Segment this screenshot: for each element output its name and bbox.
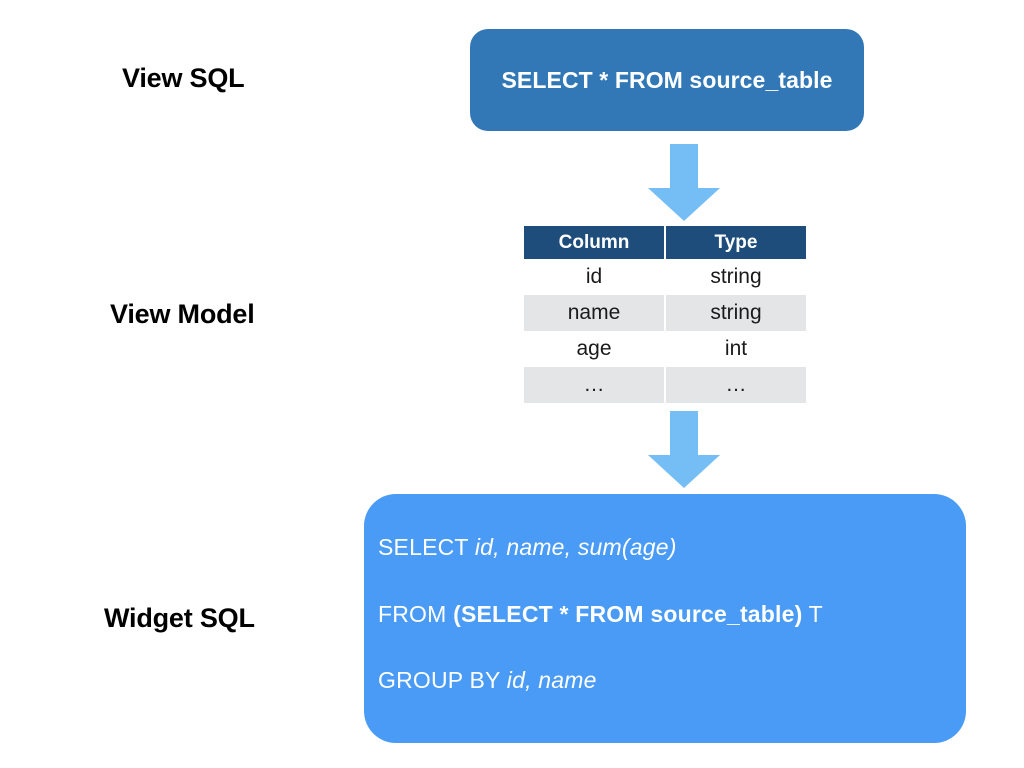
table-cell-column: age (524, 331, 665, 367)
sql-segment-bold-1: (SELECT * FROM source_table) (453, 601, 803, 627)
table-row: … … (524, 367, 806, 403)
widget-sql-box: SELECT id, name, sum(age) FROM (SELECT *… (364, 494, 966, 743)
row-label-view-sql: View SQL (122, 63, 245, 93)
table-cell-column: … (524, 367, 665, 403)
table-cell-type: … (664, 367, 806, 403)
widget-sql-line-select: SELECT id, name, sum(age) (378, 534, 677, 561)
row-label-view-model: View Model (110, 299, 255, 329)
arrow-shaft (670, 411, 698, 457)
sql-segment-italic-1: id, name (506, 667, 597, 693)
sql-segment-normal-2: T (802, 601, 823, 627)
sql-segment-normal-0: FROM (378, 601, 454, 627)
table-cell-type: string (664, 259, 806, 295)
widget-sql-line-group-by: GROUP BY id, name (378, 667, 597, 694)
arrow-head (648, 455, 720, 488)
arrow-head (648, 188, 720, 221)
row-label-widget-sql: Widget SQL (104, 603, 255, 633)
widget-sql-line-from: FROM (SELECT * FROM source_table) T (378, 601, 823, 628)
sql-segment-normal-0: GROUP BY (378, 667, 507, 693)
down-arrow-icon-view-model-to-widget-sql (648, 411, 720, 488)
table-row: id string (524, 259, 806, 295)
table-row: name string (524, 295, 806, 331)
sql-segment-italic-1: id, name, sum(age) (474, 534, 677, 560)
view-sql-query-text: SELECT * FROM source_table (501, 66, 833, 93)
view-model-table: Column Type id string name string age in… (524, 226, 806, 403)
sql-segment-normal-0: SELECT (378, 534, 475, 560)
arrow-shaft (670, 144, 698, 190)
table-cell-type: int (664, 331, 806, 367)
table-header-row: Column Type (524, 226, 806, 259)
table-row: age int (524, 331, 806, 367)
table-cell-type: string (664, 295, 806, 331)
down-arrow-icon-view-sql-to-view-model (648, 144, 720, 221)
view-sql-box: SELECT * FROM source_table (470, 29, 864, 131)
table-cell-column: id (524, 259, 665, 295)
table-header-column: Column (524, 226, 665, 259)
table-header-type: Type (664, 226, 806, 259)
table-cell-column: name (524, 295, 665, 331)
